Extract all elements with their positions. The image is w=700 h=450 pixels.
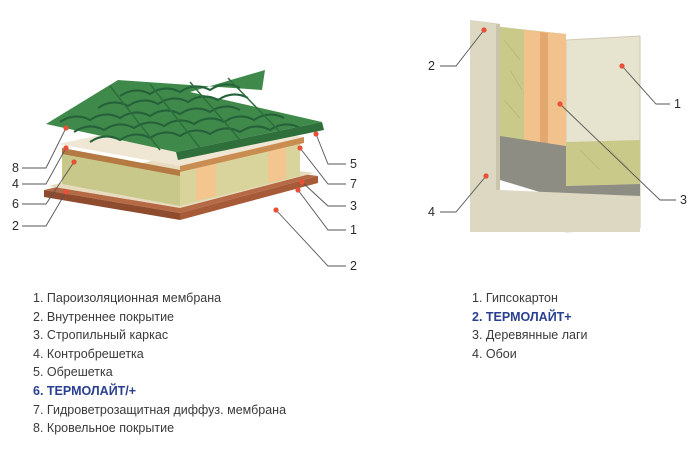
- roof-legend-item: 5. Обрешетка: [33, 365, 113, 380]
- roof-callout-num: 1: [350, 223, 357, 237]
- wall-wallpaper-front: [470, 20, 640, 232]
- wall-callout-num: 4: [428, 205, 435, 219]
- roof-callouts: [22, 127, 346, 267]
- wall-legend-item: 4. Обои: [472, 346, 517, 361]
- wall-legend-item: 1. Гипсокартон: [472, 291, 558, 305]
- roof-callout-num: 7: [350, 177, 357, 191]
- roof-tile-columns: [109, 77, 281, 151]
- roof-legend-item: 2. Внутреннее покрытие: [33, 309, 175, 324]
- wall-interface: [500, 136, 640, 200]
- roof-callout-numbers: 8 4 6 2 5 7 3 1 2: [12, 157, 357, 273]
- wall-cutaway: [470, 20, 641, 233]
- wall-callout-dots: [481, 27, 625, 179]
- roof-rafter: [196, 160, 216, 201]
- wall-wallpaper-edge: [470, 20, 500, 190]
- roof-rafter-right: [268, 143, 286, 183]
- wall-legend-item: 3. Деревянные лаги: [472, 328, 588, 343]
- roof-inner-board-side: [180, 176, 318, 220]
- wall-legend: 1. Гипсокартон 2. ТЕРМОЛАЙТ+ 3. Деревянн…: [472, 289, 588, 363]
- roof-legend-item: 8. Кровельное покрытие: [33, 421, 175, 436]
- roof-inner-board-front: [44, 190, 180, 220]
- wall-callout-num: 2: [428, 59, 435, 73]
- roof-cutaway: [44, 70, 324, 220]
- roof-legend-item: 3. Стропильный каркас: [33, 328, 169, 343]
- wall-callout-num: 3: [680, 193, 687, 207]
- roof-legend-item-highlight: 6. ТЕРМОЛАЙТ/+: [33, 383, 137, 398]
- wall-stud-shade: [540, 32, 548, 172]
- roof-callout-dots: [63, 125, 319, 213]
- wall-callout-numbers: 2 1 3 4: [428, 59, 687, 219]
- roof-legend: 1. Пароизоляционная мембрана 2. Внутренн…: [33, 289, 286, 438]
- wall-callout-num: 1: [674, 97, 681, 111]
- roof-callout-num: 4: [12, 177, 19, 191]
- roof-legend-item: 1. Пароизоляционная мембрана: [33, 291, 222, 305]
- roof-tile-edge: [176, 122, 324, 160]
- roof-callout-num: 6: [12, 197, 19, 211]
- roof-callout-num: 8: [12, 161, 19, 175]
- wall-callouts: [440, 29, 676, 213]
- roof-callout-num: 2: [350, 259, 357, 273]
- roof-legend-item: 7. Гидроветрозащитная диффуз. мембрана: [33, 402, 287, 417]
- roof-callout-num: 5: [350, 157, 357, 171]
- roof-counter-batten: [62, 148, 180, 176]
- roof-legend-item: 4. Контробрешетка: [33, 346, 144, 361]
- roof-batten: [180, 137, 304, 172]
- wall-insulation-texture: [503, 39, 629, 171]
- wall-insulation-right: [566, 140, 640, 186]
- roof-callout-num: 3: [350, 199, 357, 213]
- roof-insulation-front: [62, 148, 180, 206]
- wall-legend-item-highlight: 2. ТЕРМОЛАЙТ+: [472, 309, 572, 324]
- roof-callout-num: 2: [12, 219, 19, 233]
- roof-tile-ridges: [59, 83, 301, 143]
